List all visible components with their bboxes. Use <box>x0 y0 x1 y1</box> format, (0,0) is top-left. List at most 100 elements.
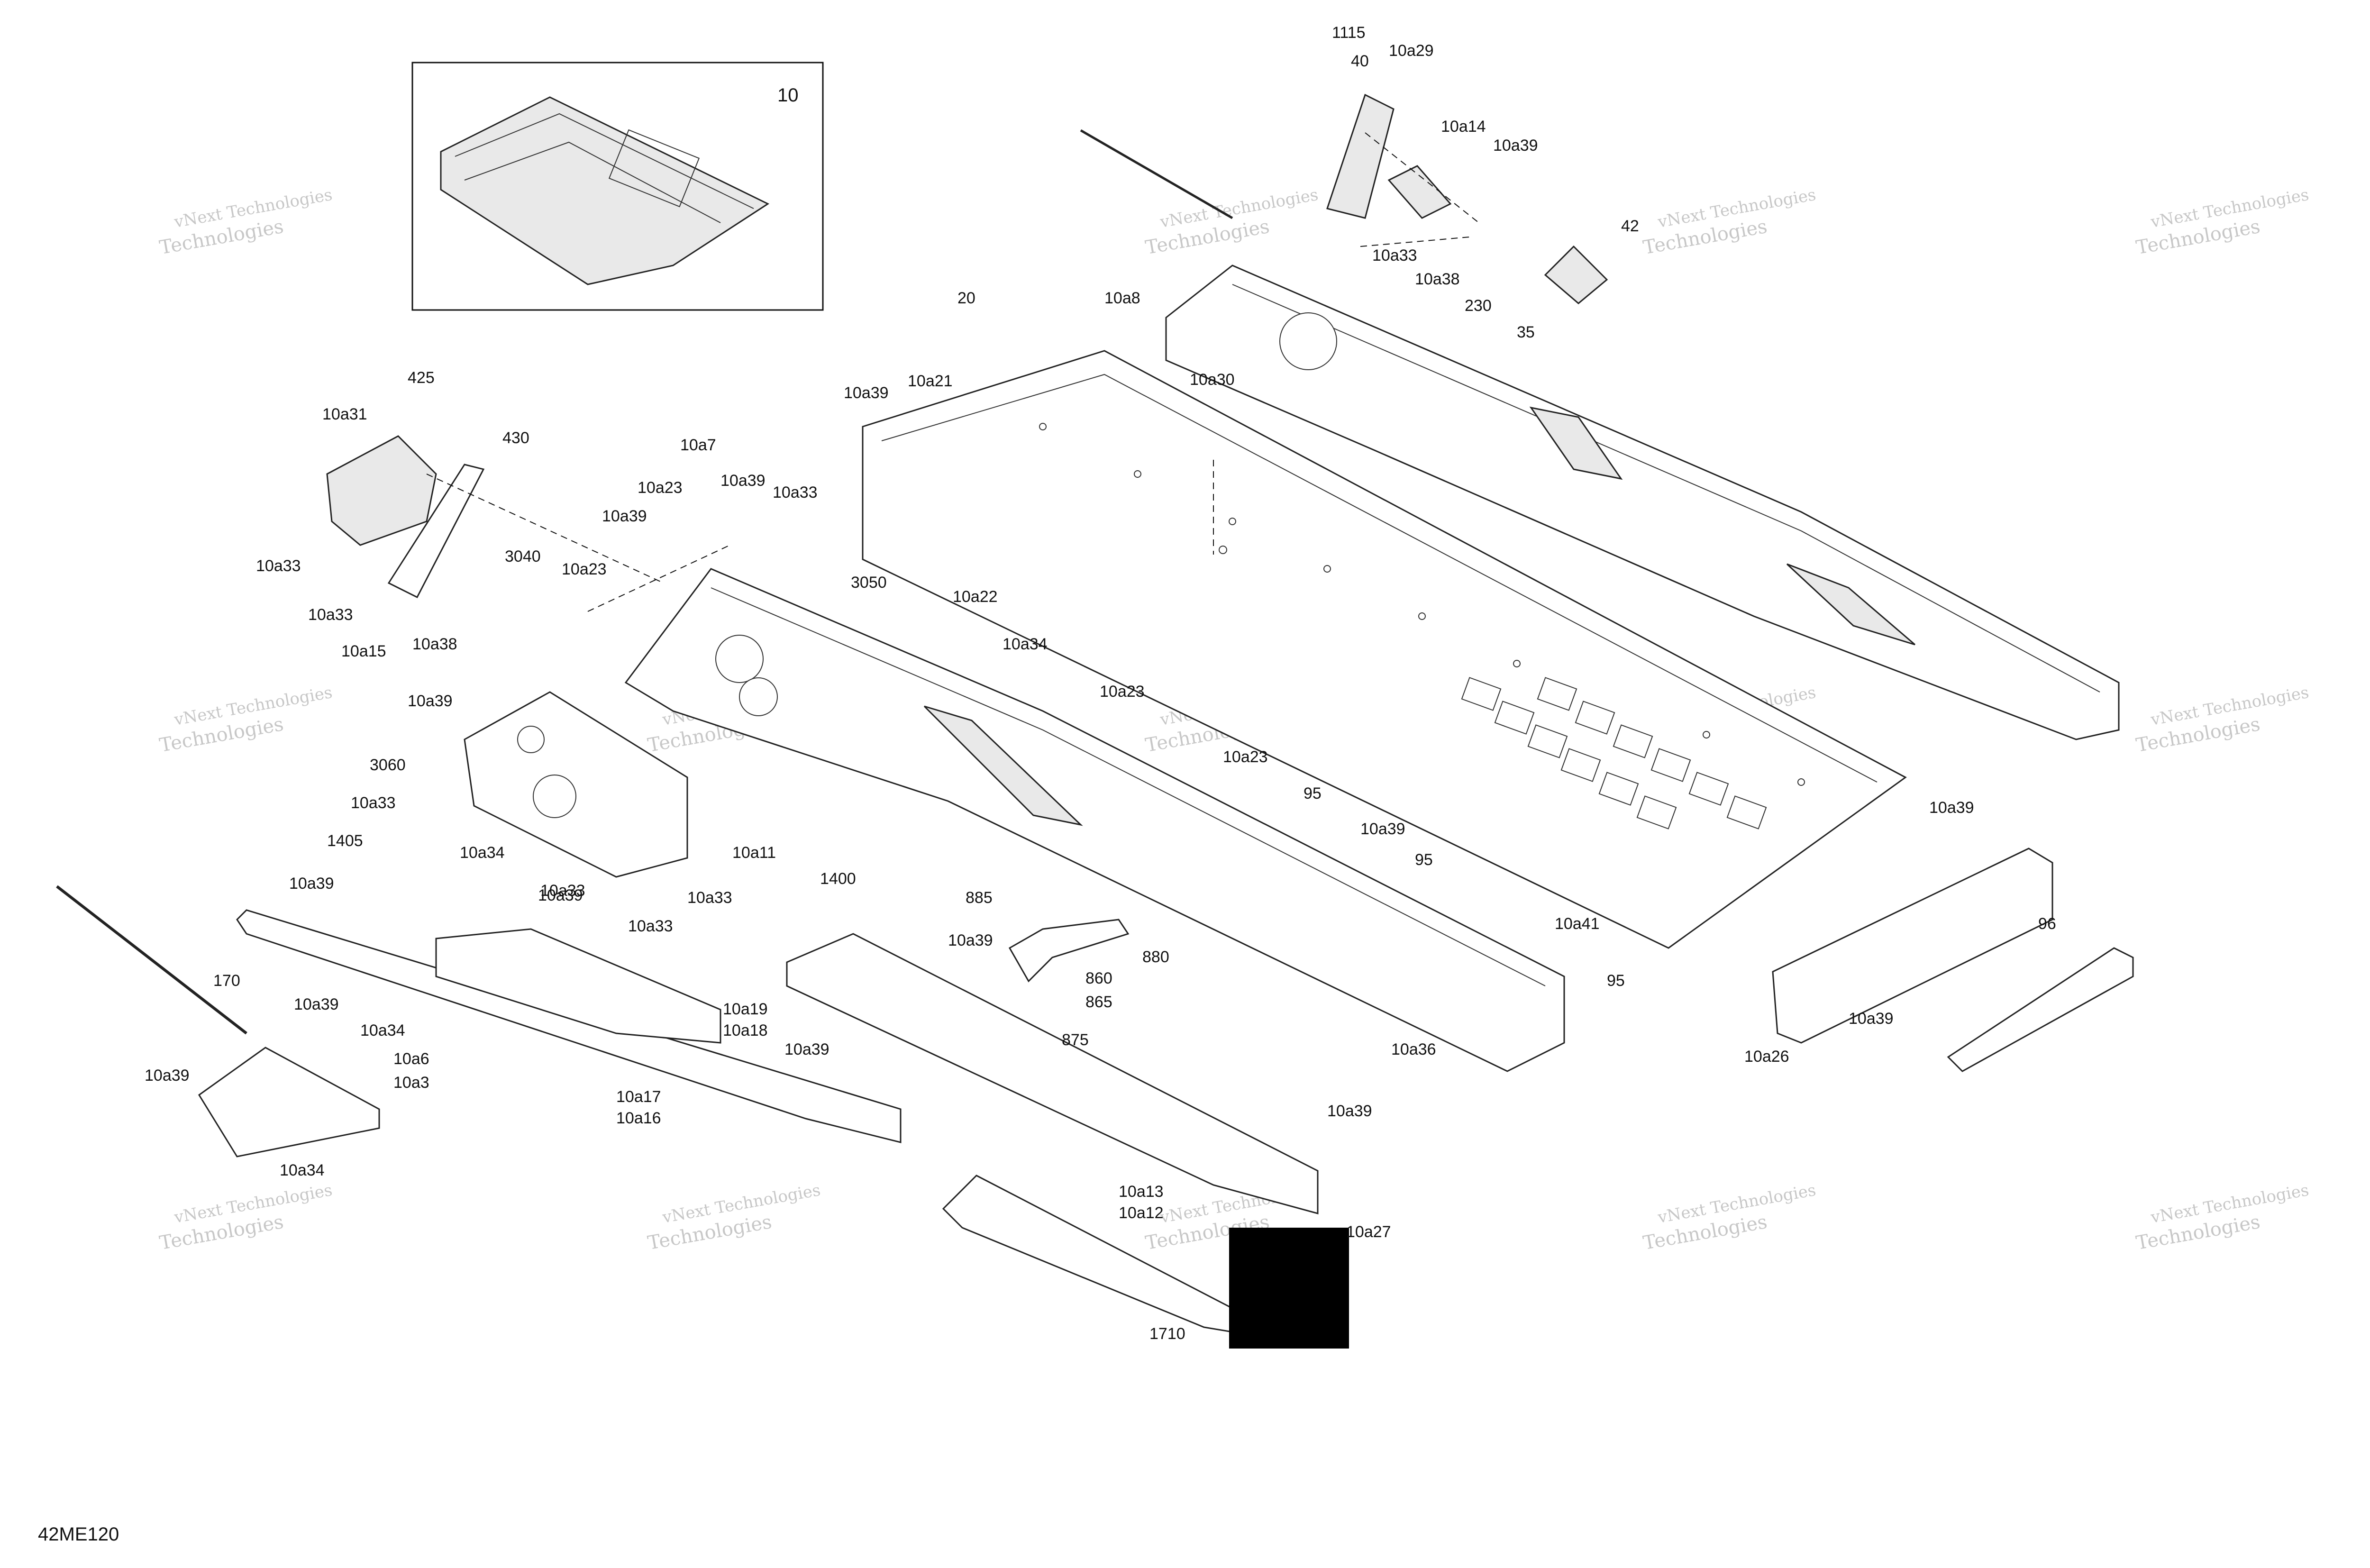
left-rail-window <box>923 705 1083 826</box>
callout-label: 10a23 <box>1223 748 1268 766</box>
inset-detail-line <box>455 113 754 209</box>
callout-label: 10a39 <box>294 995 339 1013</box>
callout-label: 10a33 <box>540 882 585 900</box>
callout-label: 10a18 <box>723 1021 768 1039</box>
callout-label: 10a38 <box>1415 270 1460 288</box>
right-lower-parts <box>1772 848 2134 1072</box>
callout-label: 40 <box>1351 52 1369 70</box>
callout-label: 10a36 <box>1391 1040 1436 1058</box>
tunnel-rivets <box>1039 423 1805 786</box>
tunnel-cutout <box>1494 701 1535 735</box>
right-tie-rod <box>1080 129 1233 219</box>
callout-label: 10a34 <box>460 844 505 862</box>
tunnel-cutouts <box>1461 677 1767 830</box>
left-front-plate <box>464 691 688 878</box>
callout-label: 10a39 <box>1327 1102 1372 1120</box>
assembly-line <box>1365 132 1479 223</box>
assembly-line <box>426 474 664 583</box>
callout-label: 10a22 <box>953 588 998 606</box>
callout-label: 10a33 <box>773 483 818 501</box>
right-rail-window <box>1786 563 1915 646</box>
callout-label: 170 <box>213 972 240 990</box>
callout-label: 10a39 <box>1493 137 1538 155</box>
callout-label: 10a33 <box>256 557 301 575</box>
rail-10a13 <box>786 933 1319 1214</box>
callout-label: 10a39 <box>948 931 993 949</box>
callout-label: 10a3 <box>393 1074 429 1092</box>
tunnel-cutout <box>1575 701 1615 735</box>
callout-label: 10a30 <box>1190 371 1235 389</box>
rivet <box>1219 546 1227 554</box>
callout-label: 10a11 <box>732 844 776 862</box>
callout-label: 10a39 <box>145 1067 190 1085</box>
callout-label: 10a6 <box>393 1050 429 1068</box>
callout-label: 10a23 <box>562 560 607 578</box>
redacted-block <box>1229 1228 1349 1349</box>
inset-detail-line <box>464 141 721 223</box>
callout-label: 10a39 <box>844 384 889 402</box>
rivet <box>1134 470 1141 478</box>
callout-label: 42 <box>1621 217 1639 235</box>
callout-label: 95 <box>1304 784 1322 802</box>
tunnel-cutout <box>1527 724 1568 758</box>
tunnel-cutout <box>1688 772 1729 806</box>
callout-label: 10a23 <box>1100 683 1145 701</box>
left-side-rail <box>624 568 1565 1072</box>
callout-label: 10a33 <box>687 889 732 907</box>
callout-label: 10a39 <box>1360 820 1405 838</box>
callout-label: 96 <box>2038 915 2056 933</box>
callout-label: 10a39 <box>1929 799 1974 817</box>
rivet <box>1797 778 1805 786</box>
bracket-10a19 <box>435 928 721 1044</box>
callout-label: 10a7 <box>680 436 716 454</box>
callout-label: 10a12 <box>1119 1204 1164 1222</box>
assembly-line <box>587 545 730 612</box>
callout-label: 1400 <box>820 870 856 888</box>
callout-label: 35 <box>1517 323 1535 341</box>
callout-label: 10a41 <box>1555 915 1600 933</box>
bumper-10a27 <box>942 1175 1233 1333</box>
callout-label: 1710 <box>1149 1325 1185 1343</box>
inset-panel <box>608 129 700 208</box>
tunnel-cutout <box>1598 772 1639 806</box>
bracket-860 <box>1008 919 1130 983</box>
rivet <box>1418 612 1426 620</box>
left-plate-hole <box>517 726 545 753</box>
callout-label: 10a21 <box>908 372 953 390</box>
callout-label: 10a34 <box>280 1161 325 1179</box>
left-rail-hole <box>739 677 778 716</box>
upper-left-bracket <box>326 435 485 599</box>
callout-label: 10a33 <box>351 794 396 812</box>
tunnel-cutout <box>1613 724 1653 758</box>
callout-label: 865 <box>1085 993 1112 1011</box>
inset-assembly-drawing <box>440 96 770 285</box>
inset-label: 10 <box>777 85 799 106</box>
right-rail-edge <box>1232 284 2100 693</box>
rivet <box>1513 660 1521 667</box>
callout-label: 10a39 <box>408 692 453 710</box>
tunnel-cutout <box>1560 748 1601 782</box>
callout-label: 10a39 <box>538 886 583 904</box>
tie-rod-170 <box>56 885 247 1035</box>
bracket-35 <box>1544 245 1608 304</box>
left-rail-edge <box>711 587 1546 986</box>
callout-label: 10a33 <box>1372 246 1417 264</box>
assembly-line <box>1360 237 1470 247</box>
support-96 <box>1947 947 2134 1072</box>
left-plate-hole <box>533 775 576 818</box>
callout-label: 10a27 <box>1346 1223 1391 1241</box>
callout-label: 10a39 <box>289 875 334 893</box>
tunnel-top-plate <box>862 350 1907 949</box>
callout-label: 880 <box>1142 948 1169 966</box>
callout-label: 95 <box>1607 972 1625 990</box>
callout-label: 10a15 <box>341 642 386 660</box>
assembly-lines <box>426 132 1479 612</box>
callout-label: 3060 <box>370 756 406 774</box>
